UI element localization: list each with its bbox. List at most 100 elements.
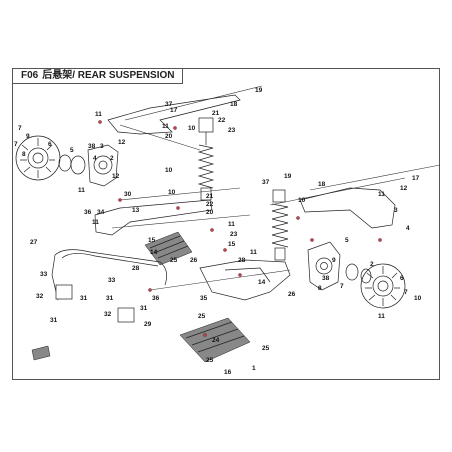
right-shock-absorber [271,189,289,261]
callout: 11 [250,249,257,256]
callout: 2 [110,155,114,162]
callout: 25 [170,257,178,264]
callout: 38 [322,275,330,282]
callout: 8 [318,285,322,292]
diagram-frame [12,68,440,380]
callout: 35 [200,295,208,302]
callout: 25 [262,345,270,352]
callout: 12 [118,139,126,146]
callout: 20 [165,133,173,140]
callout: 11 [378,191,385,198]
callout: 20 [206,209,214,216]
callout: 6 [400,275,404,282]
callout: 31 [106,295,114,302]
callout: 37 [165,101,173,108]
callout: 25 [206,357,214,364]
callout: 31 [140,305,148,312]
callout: 32 [36,293,44,300]
callout: 11 [78,187,85,194]
callout: 15 [228,241,236,248]
callout: 10 [188,125,196,132]
left-shock-absorber [197,117,215,201]
callout: 14 [258,279,266,286]
callout: 22 [218,117,226,124]
callout: 27 [30,239,38,246]
callout: 29 [144,321,152,328]
callout: 1 [252,365,256,372]
callout: 11 [228,221,235,228]
callout: 15 [148,237,156,244]
callout: 8 [22,151,26,158]
callout: 11 [95,111,102,118]
upper-left-a-arm [107,85,263,151]
callout: 5 [345,237,349,244]
callout: 31 [50,317,58,324]
right-brake-disc [360,263,406,309]
callout: 21 [212,110,220,117]
callout: 36 [152,295,160,302]
callout: 24 [212,337,220,344]
callout: 2 [370,261,374,268]
callout: 9 [332,257,336,264]
callout: 19 [255,87,263,94]
callout: 37 [262,179,270,186]
diagram-code: F06 [21,70,39,81]
callout: 3 [100,143,104,150]
callout: 21 [206,193,214,200]
callout: 31 [80,295,88,302]
callout-labels: 19 11 37 17 18 12 11 10 20 21 22 23 7 9 … [14,87,422,376]
callout: 25 [198,313,206,320]
callout: 18 [318,181,326,188]
callout: 23 [228,127,236,134]
callout: 10 [414,295,422,302]
callout: 28 [238,257,246,264]
callout: 4 [406,225,410,232]
callout: 22 [206,201,214,208]
callout: 10 [298,197,306,204]
callout: 7 [18,125,22,132]
callout: 12 [112,173,120,180]
callout: 9 [26,133,30,140]
callout: 10 [165,167,173,174]
callout: 7 [404,289,408,296]
callout: 36 [84,209,92,216]
callout: 28 [132,265,140,272]
callout: 16 [224,369,232,376]
manufacturer-logo-icon [31,345,51,361]
callout: 5 [70,147,74,154]
callout: 17 [170,107,178,114]
stabilizer-bar [51,249,167,323]
callout: 7 [14,141,18,148]
callout: 14 [150,249,158,256]
callout: 32 [104,311,112,318]
callout: 13 [132,207,140,214]
callout: 23 [230,231,238,238]
callout: 38 [88,143,96,150]
callout: 7 [340,283,344,290]
callout: 18 [230,101,238,108]
diagram-title-text: 后悬架/ REAR SUSPENSION [42,70,175,81]
callout: 34 [97,209,105,216]
upper-right-a-arm [269,164,441,229]
callout: 6 [48,141,52,148]
lower-left-arm [94,187,251,236]
left-skid-plate [144,231,193,266]
bottom-skid-plate [179,317,251,363]
callout: 26 [288,291,296,298]
callout: 33 [108,277,116,284]
left-hub-knuckle [58,144,119,187]
callout: 11 [92,219,99,226]
callout: 33 [40,271,48,278]
callout: 26 [190,257,198,264]
callout: 11 [162,123,169,130]
callout: 10 [168,189,176,196]
left-brake-disc [15,135,61,181]
callout: 11 [378,313,385,320]
callout: 3 [394,207,398,214]
callout: 30 [124,191,132,198]
center-lower-arm [149,259,291,301]
callout: 4 [93,155,97,162]
fastener-markers [98,120,382,337]
